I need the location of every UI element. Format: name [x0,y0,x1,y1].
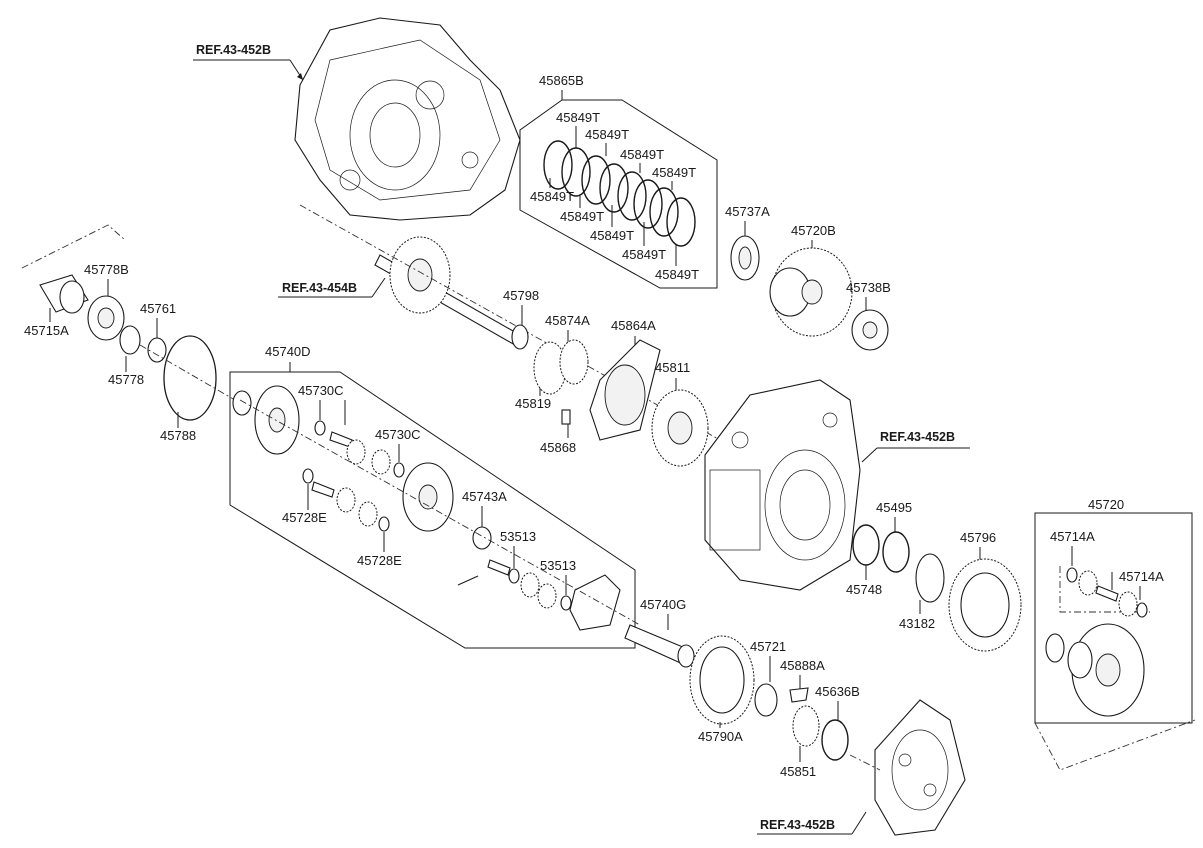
right-ring-cluster: 45748 45495 43182 45796 [846,500,1022,652]
label-45748: 45748 [846,582,882,597]
label-45714A-1: 45714A [1050,529,1095,544]
label-45778B: 45778B [84,262,129,277]
label-45874A: 45874A [545,313,590,328]
label-45728E-2: 45728E [357,553,402,568]
label-45851: 45851 [780,764,816,779]
ref-label-3: REF.43-452B [880,430,955,444]
label-53513-1: 53513 [500,529,536,544]
label-45778: 45778 [108,372,144,387]
differential-group: 45720 45714A 45714A [1034,497,1196,771]
label-45849T-7: 45849T [590,228,634,243]
label-45864A: 45864A [611,318,656,333]
label-53513-2: 53513 [540,558,576,573]
label-45849T-3: 45849T [620,147,664,162]
label-45728E-1: 45728E [282,510,327,525]
main-shaft: REF.43-454B [278,204,721,441]
ref-label-2: REF.43-454B [282,281,357,295]
right-housing: REF.43-452B [704,379,970,591]
label-45849T-2: 45849T [585,127,629,142]
label-45721: 45721 [750,639,786,654]
label-45714A-2: 45714A [1119,569,1164,584]
label-45720: 45720 [1088,497,1124,512]
label-45730C-1: 45730C [298,383,344,398]
left-bearing-cluster: 45715A 45778B 45778 45761 45788 [21,224,236,443]
label-45868: 45868 [540,440,576,455]
ref-upper-left: REF.43-452B [193,43,304,81]
label-45849T-4: 45849T [652,165,696,180]
label-45495: 45495 [876,500,912,515]
label-45788: 45788 [160,428,196,443]
label-45740G: 45740G [640,597,686,612]
ref-label-1: REF.43-452B [196,43,271,57]
ref-label-4: REF.43-452B [760,818,835,832]
label-45761: 45761 [140,301,176,316]
label-45743A: 45743A [462,489,507,504]
label-45790A: 45790A [698,729,743,744]
lower-output-cluster: 45740G 45790A 45721 45888A 45851 45636B [624,597,860,779]
label-45738B: 45738B [846,280,891,295]
label-45740D: 45740D [265,344,311,359]
upper-housing [294,17,521,221]
label-45849T-5: 45849T [530,189,574,204]
label-45730C-2: 45730C [375,427,421,442]
label-45819: 45819 [515,396,551,411]
label-45849T-6: 45849T [560,209,604,224]
label-45849T-8: 45849T [622,247,666,262]
label-45811: 45811 [655,360,690,375]
label-45865B: 45865B [539,73,584,88]
label-45715A: 45715A [24,323,69,338]
label-43182: 43182 [899,616,935,631]
output-gear-assembly: 45737A 45720B 45738B [725,204,891,351]
label-45798: 45798 [503,288,539,303]
label-45849T-1: 45849T [556,110,600,125]
label-45849T-9: 45849T [655,267,699,282]
label-45796: 45796 [960,530,996,545]
label-45737A: 45737A [725,204,770,219]
planetary-carrier-group: 45740D 45730C 45730C 45728E 45728E 45743… [229,344,641,649]
lower-cover: REF.43-452B [757,699,966,836]
label-45888A: 45888A [780,658,825,673]
center-gear-cluster: 45798 45874A 45819 45868 45864A 45811 [503,288,709,467]
label-45636B: 45636B [815,684,860,699]
snap-ring-group: 45865B 45849T 45849T 45849T 45849T 45849… [519,73,718,289]
label-45720B: 45720B [791,223,836,238]
